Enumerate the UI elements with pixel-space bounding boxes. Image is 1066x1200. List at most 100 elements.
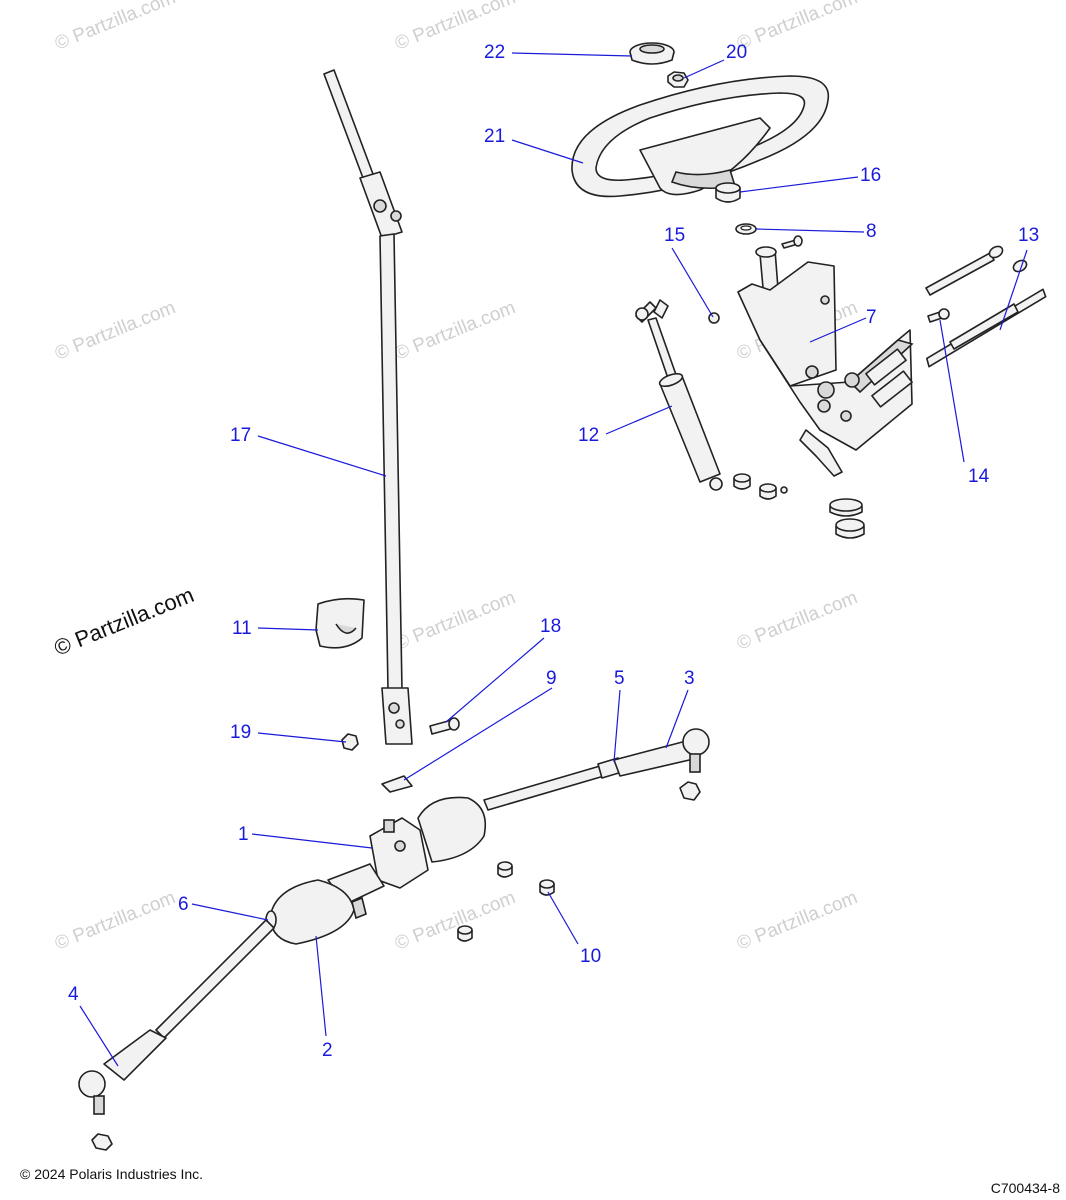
callout-label: 2 — [322, 1040, 333, 1061]
callout-15: 15 — [664, 225, 714, 318]
leader-line — [809, 317, 867, 343]
leader-line — [999, 249, 1028, 331]
leader-line — [547, 891, 579, 945]
callout-label: 3 — [684, 668, 695, 689]
callout-label: 5 — [614, 668, 625, 689]
part-5-tie-rod-right — [483, 757, 623, 811]
leader-line — [257, 732, 347, 743]
leader-line — [315, 935, 327, 1037]
part-2-rack-boot-left — [269, 879, 367, 945]
callout-label: 21 — [484, 126, 505, 147]
watermark-text: © Partzilla.com — [734, 887, 861, 954]
part-17-steering-shaft — [323, 69, 413, 745]
callout-label: 18 — [540, 616, 561, 637]
callout-label: 22 — [484, 42, 505, 63]
callout-9: 9 — [403, 668, 557, 781]
callout-1: 1 — [238, 824, 373, 849]
part-21-steering-wheel — [571, 75, 830, 198]
copyright-notice: © 2024 Polaris Industries Inc. — [20, 1166, 204, 1182]
part-15-nut — [708, 312, 720, 324]
leader-line — [251, 833, 373, 849]
bracket-bushings — [733, 473, 865, 539]
leader-line — [445, 637, 545, 723]
watermark-text: © Partzilla.com — [52, 887, 179, 954]
part-13-bolts — [925, 245, 1047, 368]
leader-line — [511, 52, 633, 57]
leader-line — [939, 319, 965, 463]
callout-19: 19 — [230, 722, 347, 743]
part-3-tie-rod-end-right — [613, 728, 710, 801]
callout-6: 6 — [178, 894, 269, 921]
callout-label: 11 — [232, 618, 252, 639]
callout-11: 11 — [232, 618, 319, 639]
leader-line — [739, 176, 859, 193]
callout-13: 13 — [999, 225, 1039, 331]
callout-22: 22 — [484, 42, 633, 63]
part-1-rack-housing — [327, 796, 487, 905]
callout-label: 16 — [860, 165, 881, 186]
callout-8: 8 — [755, 221, 877, 242]
leader-line — [665, 689, 689, 749]
leader-line — [671, 247, 714, 318]
part-18-bolt — [429, 717, 460, 735]
callout-label: 17 — [230, 425, 251, 446]
leader-line — [511, 139, 584, 164]
callout-label: 4 — [68, 984, 79, 1005]
callout-20: 20 — [683, 42, 747, 79]
part-14-bolt — [927, 308, 950, 323]
watermark-text: © Partzilla.com — [734, 587, 861, 654]
callout-label: 20 — [726, 42, 747, 63]
callout-3: 3 — [665, 668, 695, 749]
part-10-nuts — [457, 861, 555, 942]
figure-code: C700434-8 — [990, 1180, 1060, 1196]
watermark-text: © Partzilla.com — [52, 0, 179, 55]
part-16-bushing — [715, 182, 741, 203]
part-12-gas-strut — [635, 299, 723, 491]
watermark-text: © Partzilla.com — [734, 0, 861, 55]
part-7-column-bracket — [737, 246, 914, 477]
callout-label: 13 — [1018, 225, 1039, 246]
callout-4: 4 — [68, 984, 119, 1067]
callout-18: 18 — [445, 616, 561, 723]
watermark-text: © Partzilla.com — [392, 587, 519, 654]
callout-label: 12 — [578, 425, 599, 446]
callout-label: 14 — [968, 466, 990, 487]
leader-line — [683, 59, 725, 79]
callout-label: 1 — [238, 824, 249, 845]
callout-7: 7 — [809, 307, 877, 343]
part-8-ring — [735, 223, 757, 235]
part-4-tie-rod-end-left — [78, 919, 275, 1151]
callout-12: 12 — [578, 405, 673, 446]
callout-16: 16 — [739, 165, 881, 193]
leader-line — [257, 627, 319, 631]
callout-14: 14 — [939, 319, 990, 487]
callout-label: 19 — [230, 722, 251, 743]
callout-21: 21 — [484, 126, 584, 164]
callout-label: 15 — [664, 225, 685, 246]
callout-label: 9 — [546, 668, 557, 689]
bracket-screw — [781, 235, 803, 249]
callout-label: 10 — [580, 946, 601, 967]
brand-mark: © Partzilla.com — [51, 582, 198, 661]
callout-label: 8 — [866, 221, 877, 242]
part-20-nut — [667, 71, 689, 88]
leader-line — [613, 689, 621, 763]
part-19-nut — [341, 733, 359, 751]
leader-line — [257, 435, 387, 477]
callout-label: 7 — [866, 307, 877, 328]
callout-2: 2 — [315, 935, 333, 1061]
callout-5: 5 — [613, 668, 625, 763]
part-11-boot — [315, 597, 365, 649]
callout-label: 6 — [178, 894, 189, 915]
leader-line — [79, 1005, 119, 1067]
callout-10: 10 — [547, 891, 601, 967]
watermark-text: © Partzilla.com — [392, 887, 519, 954]
watermark-text: © Partzilla.com — [392, 297, 519, 364]
leader-line — [191, 903, 269, 921]
leader-line — [605, 405, 673, 435]
callout-17: 17 — [230, 425, 387, 477]
leader-line — [403, 687, 553, 781]
leader-line — [755, 228, 865, 233]
